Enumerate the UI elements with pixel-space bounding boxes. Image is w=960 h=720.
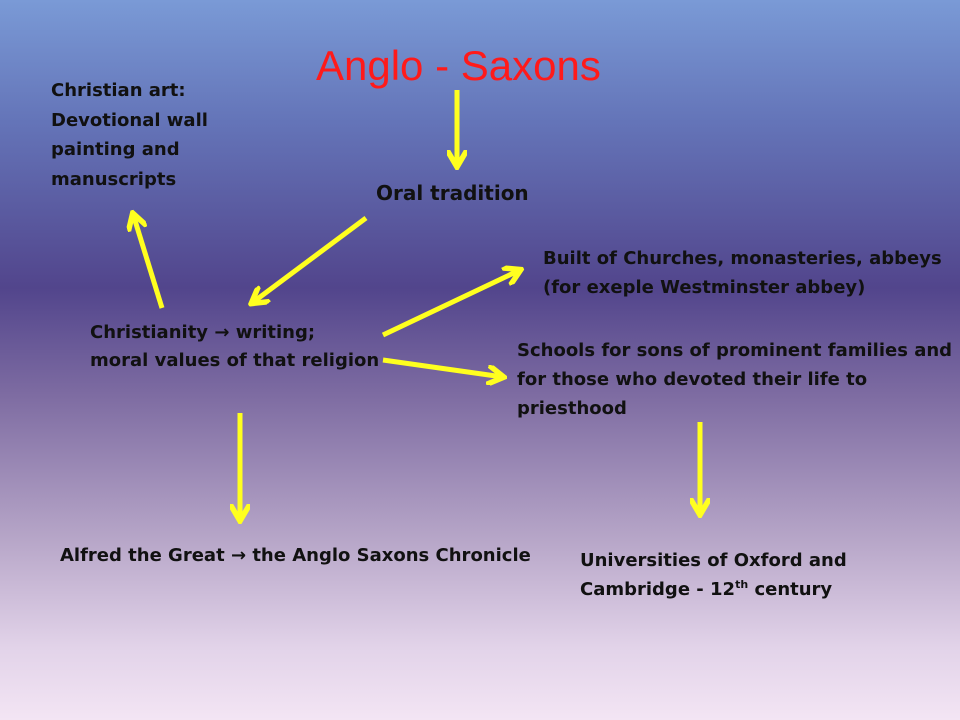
arrow-right-icon: → bbox=[230, 545, 247, 566]
node-line: Christianity → writing; bbox=[90, 319, 379, 347]
christianity-label: Christianity bbox=[90, 322, 209, 343]
arrow-christianity-to-churches bbox=[381, 270, 520, 338]
node-schools: Schools for sons of prominent families a… bbox=[517, 336, 952, 423]
node-christianity: Christianity → writing; moral values of … bbox=[90, 319, 379, 375]
cambridge-label: Cambridge - 12 bbox=[580, 579, 736, 600]
node-line: Devotional wall bbox=[51, 109, 208, 131]
node-line: painting and bbox=[51, 139, 180, 160]
node-line: moral values of that religion bbox=[90, 350, 380, 371]
node-churches: Built of Churches, monasteries, abbeys (… bbox=[543, 244, 942, 302]
arrow-christianity-to-schools bbox=[382, 357, 503, 377]
node-line: Christian art: bbox=[51, 80, 186, 101]
node-line: priesthood bbox=[517, 398, 627, 419]
node-alfred: Alfred the Great → the Anglo Saxons Chro… bbox=[60, 541, 531, 570]
node-christian-art: Christian art: Devotional wall painting … bbox=[51, 76, 241, 194]
century-label: century bbox=[748, 579, 833, 600]
node-oral-tradition: Oral tradition bbox=[376, 181, 529, 205]
ordinal-suffix: th bbox=[735, 578, 749, 591]
page-title: Anglo - Saxons bbox=[316, 42, 601, 89]
arrow-christianity-to-art bbox=[133, 214, 165, 309]
node-line: Schools for sons of prominent families a… bbox=[517, 340, 953, 361]
arrow-right-icon: → bbox=[214, 322, 230, 343]
node-line: Cambridge - 12th century bbox=[580, 575, 847, 604]
writing-label: writing; bbox=[235, 322, 316, 343]
chronicle-label: the Anglo Saxons Chronicle bbox=[252, 545, 531, 566]
node-line: for those who devoted their life to bbox=[517, 369, 868, 390]
alfred-label: Alfred the Great bbox=[60, 545, 225, 566]
node-line: (for exeple Westminster abbey) bbox=[543, 277, 866, 298]
node-universities: Universities of Oxford and Cambridge - 1… bbox=[580, 546, 847, 604]
node-line: Built of Churches, monasteries, abbeys bbox=[543, 248, 942, 269]
node-line: Universities of Oxford and bbox=[580, 550, 847, 571]
arrow-oral-to-christianity bbox=[252, 215, 368, 303]
node-line: manuscripts bbox=[51, 168, 177, 190]
